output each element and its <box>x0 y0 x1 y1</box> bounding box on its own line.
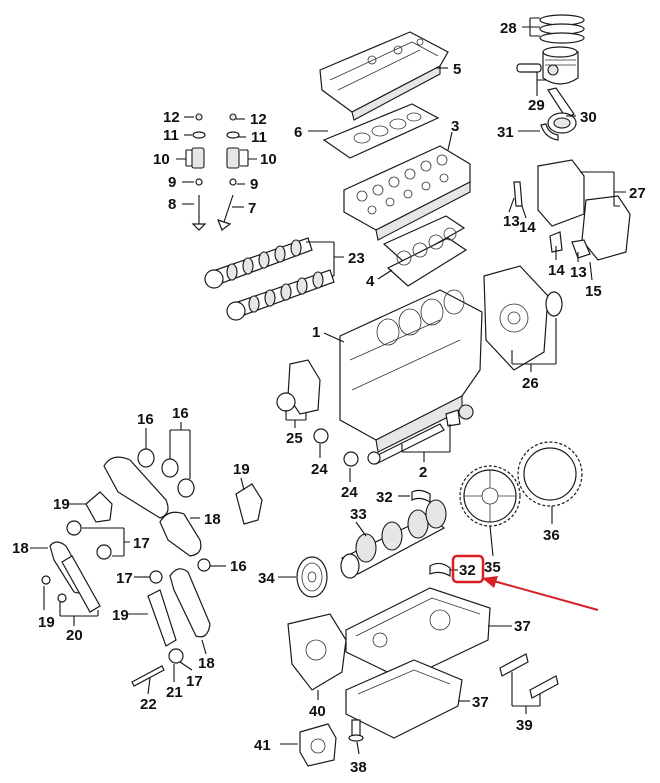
callout-18-right[interactable]: 18 <box>204 511 221 528</box>
main-bearing-illustration <box>411 489 451 578</box>
camshaft-illustration <box>204 237 335 321</box>
callout-1[interactable]: 1 <box>312 324 320 341</box>
callout-21[interactable]: 21 <box>166 684 183 701</box>
oil-pan-upper-illustration <box>345 587 491 681</box>
connecting-rod-illustration <box>540 87 577 141</box>
callout-35[interactable]: 35 <box>484 559 501 576</box>
callout-34[interactable]: 34 <box>258 570 275 587</box>
drain-plug-illustration <box>348 719 364 742</box>
rear-cover-illustration <box>483 265 563 371</box>
callout-19-bottom[interactable]: 19 <box>38 614 55 631</box>
timing-cover-illustration <box>513 159 631 261</box>
callout-5[interactable]: 5 <box>453 61 461 78</box>
highlight-arrow <box>482 576 599 611</box>
cylinder-head-illustration <box>343 145 471 241</box>
callout-4[interactable]: 4 <box>366 273 375 290</box>
callout-13-top[interactable]: 13 <box>503 213 520 230</box>
seal-illustration <box>343 451 359 467</box>
crank-pulley-illustration <box>296 556 328 598</box>
callout-17-lower[interactable]: 17 <box>186 673 203 690</box>
callout-14-bottom[interactable]: 14 <box>548 262 565 279</box>
callout-6[interactable]: 6 <box>294 124 302 141</box>
head-gasket-illustration <box>382 215 468 287</box>
callout-28[interactable]: 28 <box>500 20 517 37</box>
callout-20[interactable]: 20 <box>66 627 83 644</box>
callout-24-upper[interactable]: 24 <box>311 461 328 478</box>
callout-24-lower[interactable]: 24 <box>341 484 358 501</box>
callout-19-right[interactable]: 19 <box>233 461 250 478</box>
callout-26[interactable]: 26 <box>522 375 539 392</box>
piston-rings-illustration <box>539 14 585 44</box>
leader-lines <box>30 17 626 755</box>
flexplate-illustration <box>459 465 521 527</box>
callout-11-right[interactable]: 11 <box>251 129 267 146</box>
callout-19-lower[interactable]: 19 <box>112 607 129 624</box>
callout-38[interactable]: 38 <box>350 759 367 776</box>
piston-illustration <box>516 46 579 85</box>
highlight-box <box>451 554 485 584</box>
callout-32-highlighted[interactable]: 32 <box>459 562 476 579</box>
callout-33[interactable]: 33 <box>350 506 367 523</box>
timing-chain-illustration <box>41 448 263 687</box>
callout-9-right[interactable]: 9 <box>250 176 258 193</box>
callout-29[interactable]: 29 <box>528 97 545 114</box>
callout-30[interactable]: 30 <box>580 109 597 126</box>
callout-39[interactable]: 39 <box>516 717 533 734</box>
callout-36[interactable]: 36 <box>543 527 560 544</box>
callout-11-left[interactable]: 11 <box>163 127 179 144</box>
callout-19-left[interactable]: 19 <box>53 496 70 513</box>
callout-14-top[interactable]: 14 <box>519 219 536 236</box>
callout-25[interactable]: 25 <box>286 430 303 447</box>
callout-15[interactable]: 15 <box>585 283 602 300</box>
callout-16-lower[interactable]: 16 <box>230 558 247 575</box>
ring-gear-illustration <box>517 441 583 507</box>
callout-10-left[interactable]: 10 <box>153 151 170 168</box>
side-cover-illustration <box>276 359 321 415</box>
callout-37-lower[interactable]: 37 <box>472 694 489 711</box>
oil-pan-lower-illustration <box>345 659 463 739</box>
callout-27[interactable]: 27 <box>629 185 646 202</box>
callout-13-bottom[interactable]: 13 <box>570 264 587 281</box>
callout-22[interactable]: 22 <box>140 696 157 713</box>
callout-40[interactable]: 40 <box>309 703 326 720</box>
callout-41[interactable]: 41 <box>254 737 271 754</box>
engine-block-illustration <box>339 289 483 453</box>
callout-12-right[interactable]: 12 <box>250 111 267 128</box>
seal-illustration <box>313 428 329 444</box>
callout-9-left[interactable]: 9 <box>168 174 176 191</box>
callout-labels: 28 5 29 30 31 12 12 11 11 10 10 9 9 8 7 … <box>12 20 646 776</box>
shaft-illustration <box>367 404 474 465</box>
callout-16-right[interactable]: 16 <box>172 405 189 422</box>
gasket-strips-illustration <box>499 653 559 699</box>
callout-17-upper[interactable]: 17 <box>133 535 150 552</box>
crankshaft-illustration <box>340 499 447 579</box>
valve-cover-illustration <box>319 31 449 121</box>
callout-17-middle[interactable]: 17 <box>116 570 133 587</box>
callout-31[interactable]: 31 <box>497 124 514 141</box>
callout-32-upper[interactable]: 32 <box>376 489 393 506</box>
callout-16-left[interactable]: 16 <box>137 411 154 428</box>
callout-8[interactable]: 8 <box>168 196 176 213</box>
oil-filter-housing-illustration <box>299 723 337 767</box>
callout-10-right[interactable]: 10 <box>260 151 277 168</box>
callout-12-left[interactable]: 12 <box>163 109 180 126</box>
callout-18-left[interactable]: 18 <box>12 540 29 557</box>
callout-18-bottom[interactable]: 18 <box>198 655 215 672</box>
callout-3[interactable]: 3 <box>451 118 459 135</box>
valve-train-illustration <box>191 113 240 231</box>
callout-23[interactable]: 23 <box>348 250 365 267</box>
oil-pump-illustration <box>287 613 347 691</box>
callout-7[interactable]: 7 <box>248 200 256 217</box>
callout-2[interactable]: 2 <box>419 464 427 481</box>
callout-37-upper[interactable]: 37 <box>514 618 531 635</box>
valve-cover-gasket-illustration <box>322 103 440 159</box>
